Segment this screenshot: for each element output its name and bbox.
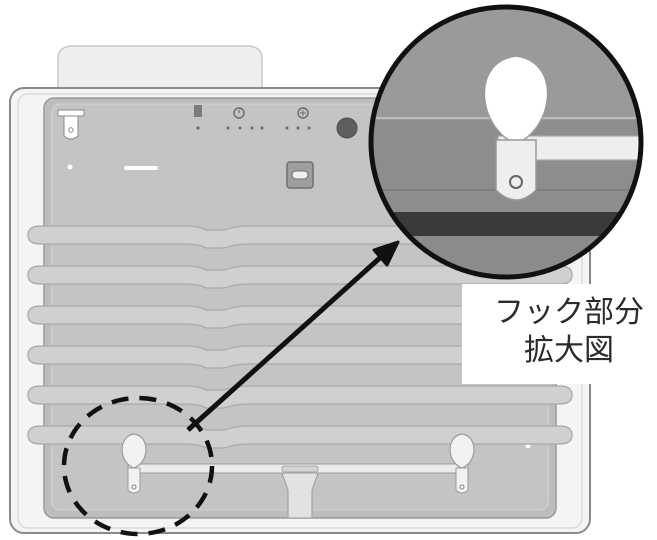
air-intake-ribs [27, 225, 573, 449]
hook-left [121, 433, 147, 494]
magnified-callout [368, 4, 644, 280]
caption-label: フック部分 拡大図 [489, 288, 649, 378]
timer-icon [194, 105, 202, 130]
top-clip [57, 109, 85, 140]
hook-right [449, 433, 475, 494]
caption-line-2: 拡大図 [524, 333, 614, 368]
rib-6 [27, 425, 573, 449]
arrow-icon [186, 240, 400, 432]
rib-5 [27, 385, 573, 409]
caption-line-1: フック部分 [494, 295, 644, 330]
power-button-icon [336, 117, 358, 139]
top-handle [57, 45, 263, 93]
dashed-highlight-circle [61, 395, 215, 537]
swing-icon [285, 107, 311, 130]
fan-icon [226, 107, 264, 130]
mode-button-icon [286, 161, 314, 189]
control-strip [194, 105, 358, 189]
